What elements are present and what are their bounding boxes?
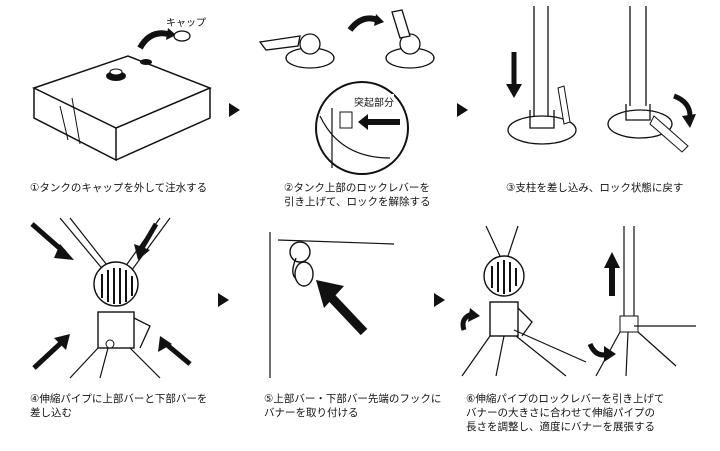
pole-adjust-drawing — [460, 225, 696, 377]
pole-insert-drawing — [506, 6, 696, 153]
step-2-caption: ②タンク上部のロックレバーを 引き上げて、ロックを解除する — [284, 182, 431, 208]
step-5-caption: ⑤上部バー・下部バー先端のフックに バナーを取り付ける — [264, 393, 442, 419]
step-1-illustration: キャップ — [20, 10, 220, 170]
step-6-caption: ⑥伸縮パイプのロックレバーを引き上げて バナーの大きさに合わせて伸縮パイプの 長… — [466, 393, 665, 433]
step-3-caption: ③支柱を差し込み、ロック状態に戻す — [506, 182, 684, 194]
step-5-illustration — [258, 222, 398, 378]
protrusion-label: 突起部分 — [354, 94, 394, 109]
step-6-illustration — [456, 225, 706, 377]
step-3-illustration — [490, 6, 700, 174]
step-2-illustration: 突起部分 — [250, 8, 450, 176]
tripod-head-drawing — [30, 217, 192, 379]
step-4-illustration — [30, 217, 200, 379]
lock-lever-drawing — [258, 9, 435, 175]
arrow-step-2-to-3 — [457, 103, 468, 117]
arrow-step-1-to-2 — [229, 103, 240, 117]
arrow-step-5-to-6 — [434, 293, 445, 307]
water-tank-drawing — [32, 28, 212, 162]
cap-label: キャップ — [166, 18, 206, 29]
step-4-caption: ④伸縮パイプに上部バーと下部バーを 差し込む — [30, 393, 208, 419]
banner-hook-drawing — [269, 232, 395, 378]
step-1-caption: ①タンクのキャップを外して注水する — [30, 182, 208, 194]
arrow-step-4-to-5 — [218, 293, 229, 307]
